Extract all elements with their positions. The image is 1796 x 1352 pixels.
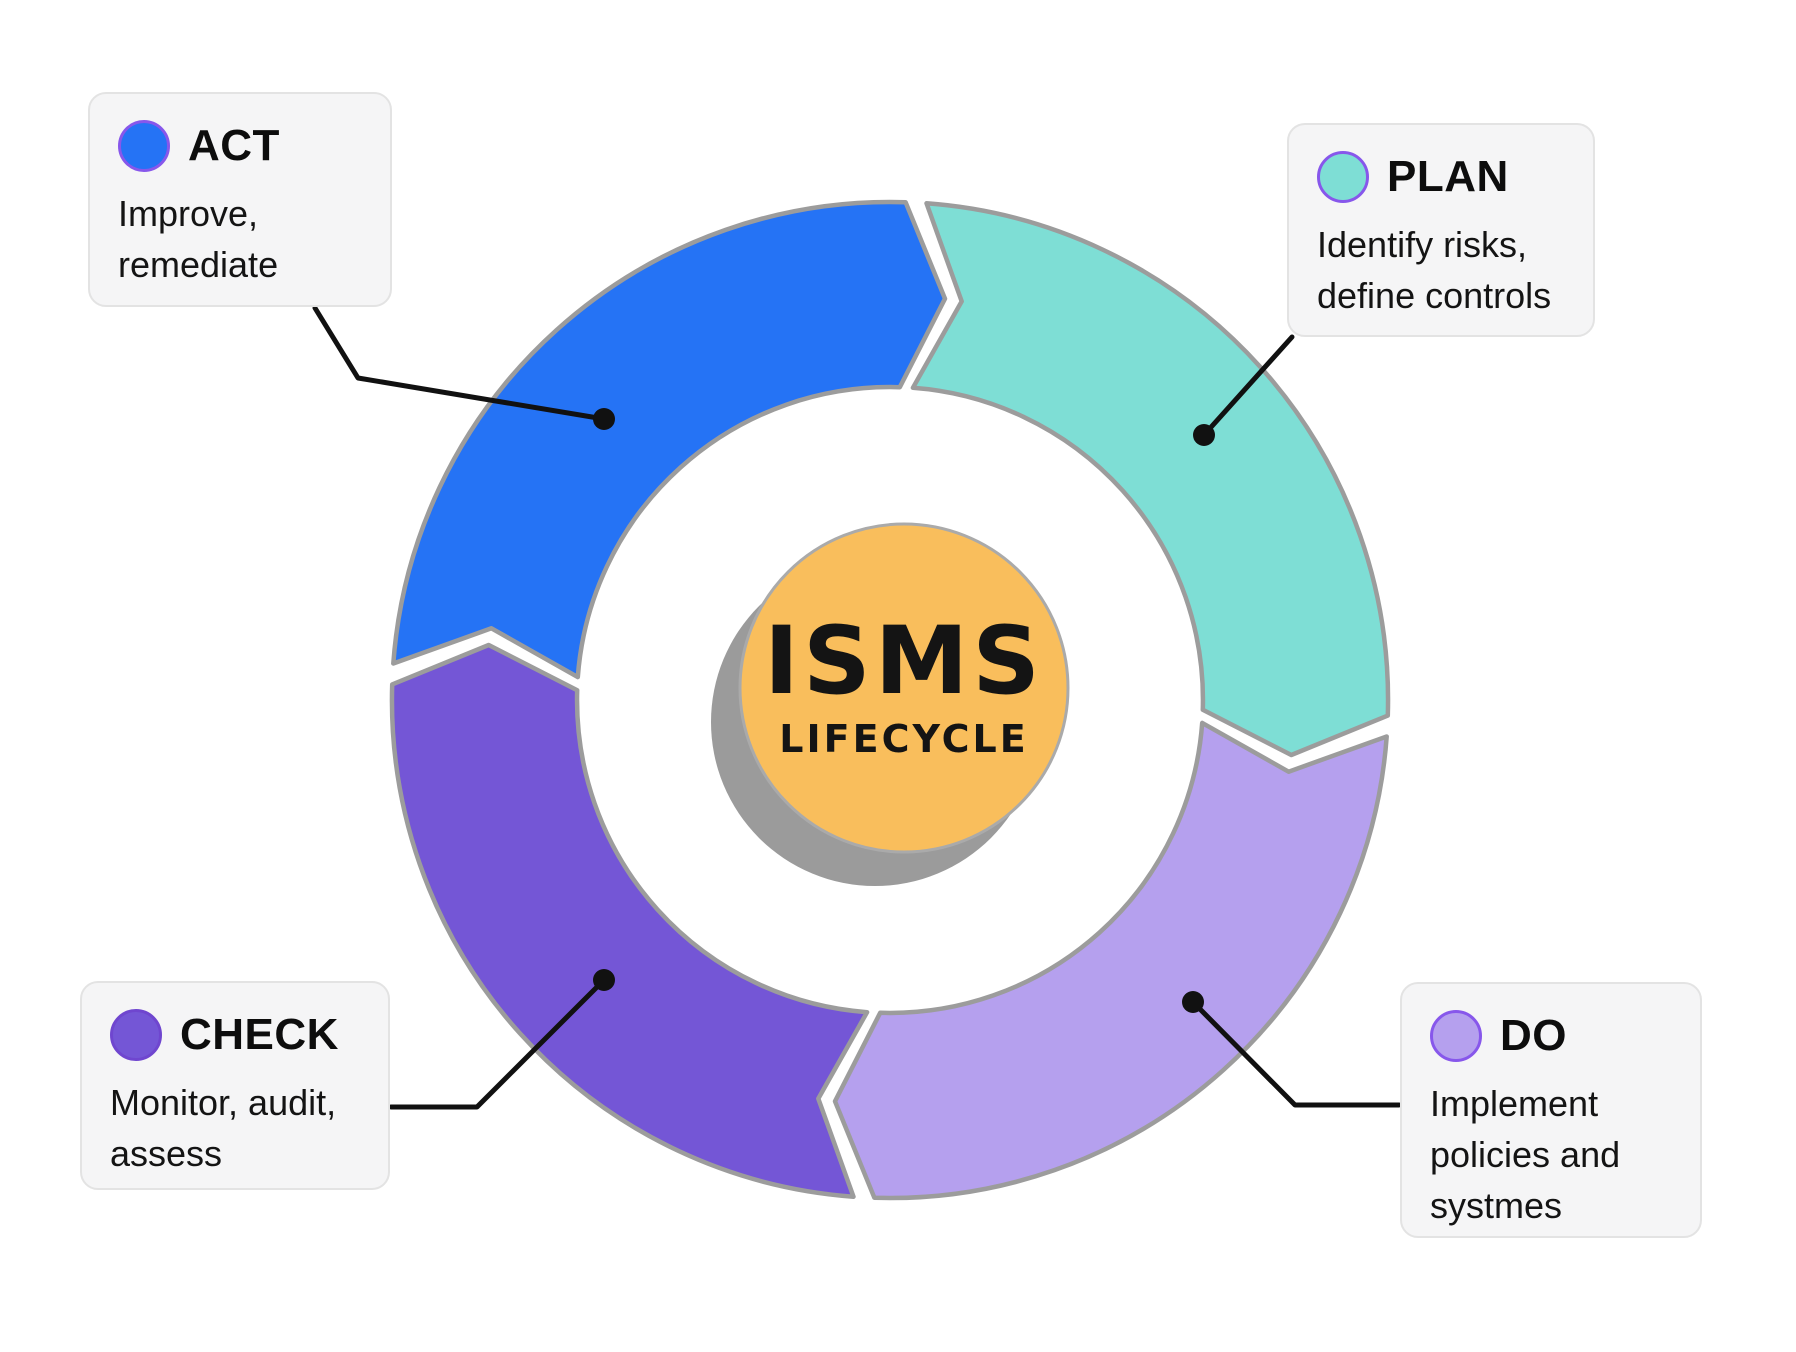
- callout-plan-description: Identify risks, define controls: [1317, 224, 1552, 317]
- callout-act: ACT Improve, remediate: [88, 92, 392, 307]
- center-subtitle: LIFECYCLE: [779, 717, 1029, 761]
- callout-do-description: Implement policies and systmes: [1430, 1083, 1621, 1227]
- act-legend-dot-icon: [118, 120, 170, 172]
- center-label: ISMS LIFECYCLE: [740, 524, 1068, 852]
- callout-plan: PLAN Identify risks, define controls: [1287, 123, 1595, 337]
- callout-do: DO Implement policies and systmes: [1400, 982, 1702, 1238]
- check-legend-dot-icon: [110, 1009, 162, 1061]
- ring-segment-do: [832, 720, 1389, 1201]
- anchor-dot-check: [593, 969, 615, 991]
- center-circle: [738, 522, 1070, 854]
- connector-check: [388, 977, 607, 1110]
- ring-segment-check: [389, 642, 870, 1199]
- connector-act: [312, 305, 607, 422]
- anchor-dot-act: [593, 408, 615, 430]
- callout-act-header: ACT: [118, 120, 362, 172]
- callout-check-label: CHECK: [180, 1010, 339, 1059]
- anchor-dot-do: [1182, 991, 1204, 1013]
- center-title: ISMS: [764, 607, 1044, 716]
- callout-check-description: Monitor, audit, assess: [110, 1082, 337, 1175]
- connector-do: [1190, 999, 1402, 1108]
- callout-check: CHECK Monitor, audit, assess: [80, 981, 390, 1190]
- ring-segment-act: [391, 199, 948, 680]
- callout-plan-label: PLAN: [1387, 152, 1509, 201]
- ring-segment-plan: [910, 201, 1391, 758]
- callout-do-header: DO: [1430, 1010, 1672, 1062]
- callout-do-label: DO: [1500, 1011, 1567, 1060]
- callout-act-description: Improve, remediate: [118, 193, 279, 286]
- connector-plan: [1201, 334, 1295, 438]
- plan-legend-dot-icon: [1317, 151, 1369, 203]
- do-legend-dot-icon: [1430, 1010, 1482, 1062]
- callout-check-header: CHECK: [110, 1009, 360, 1061]
- anchor-dot-plan: [1193, 424, 1215, 446]
- callout-act-label: ACT: [188, 121, 280, 170]
- callout-plan-header: PLAN: [1317, 151, 1565, 203]
